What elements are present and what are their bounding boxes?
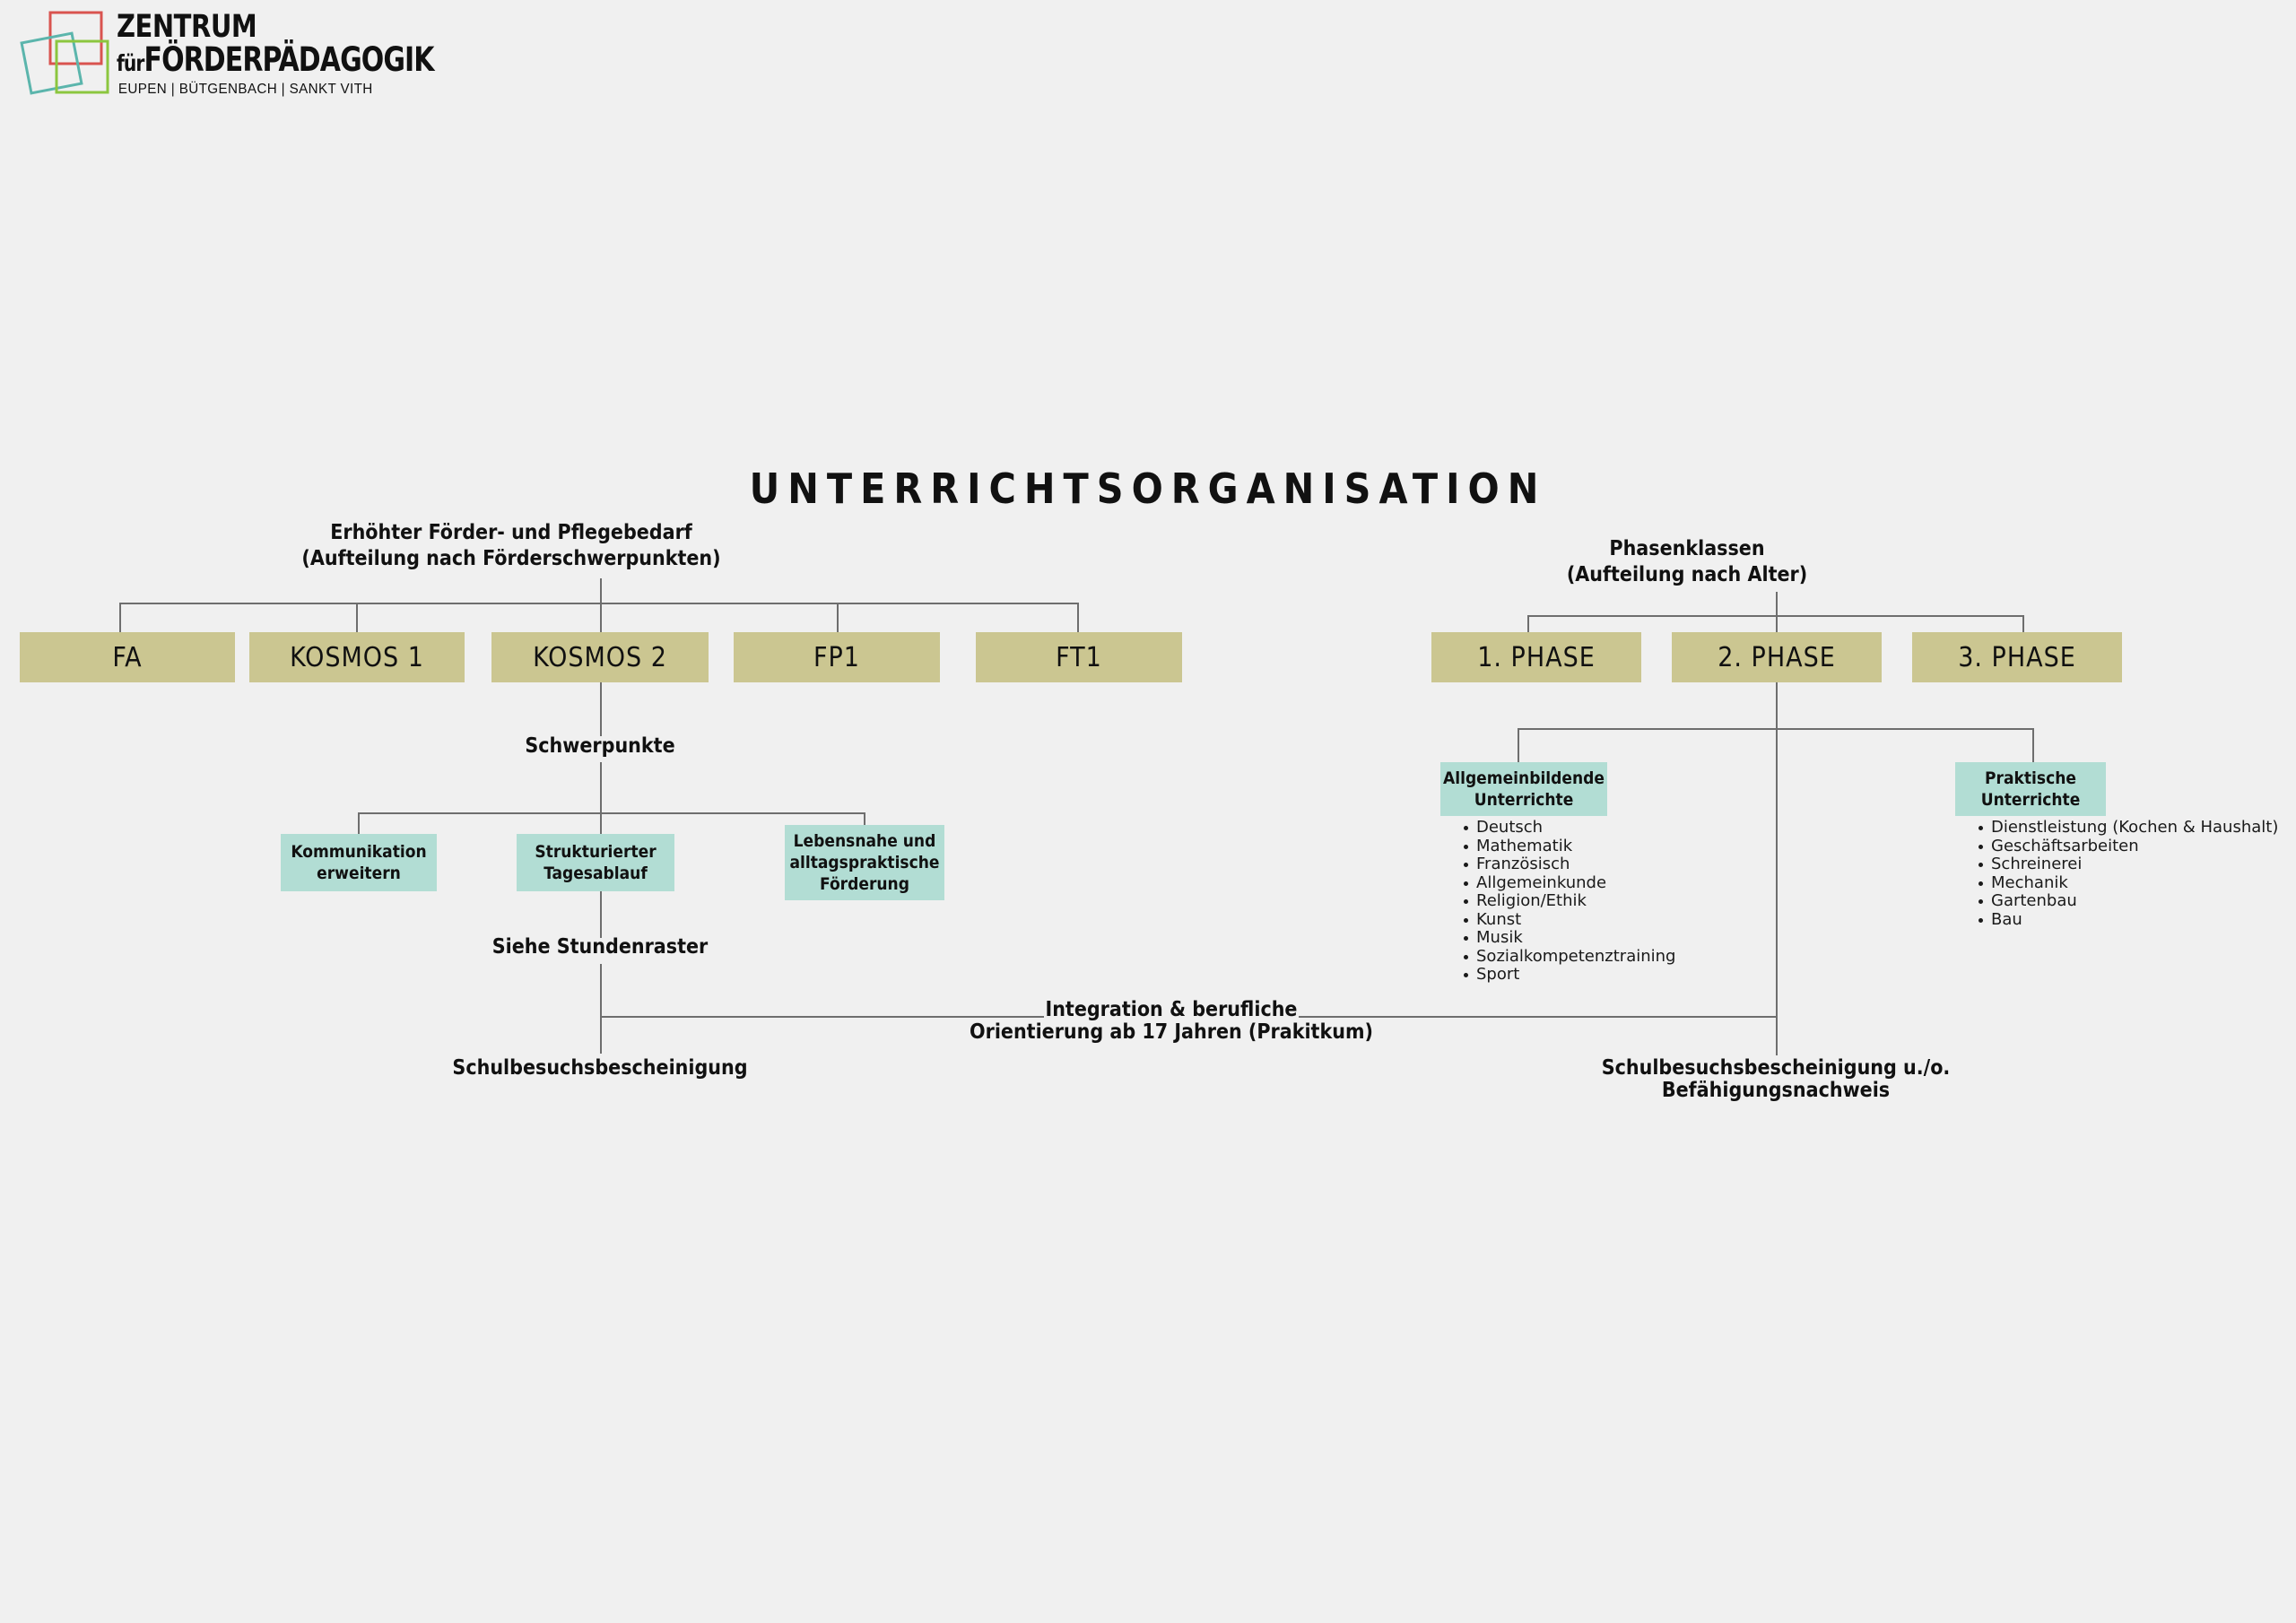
phase-box-1[interactable]: 1. PHASE (1431, 632, 1641, 682)
right-bus-line (1527, 615, 2024, 617)
list-item: Kunst (1464, 910, 1675, 930)
schwerpunkte-label: Schwerpunkte (525, 734, 675, 758)
stundenraster-up-line (600, 891, 602, 938)
right-drop-phase3 (2022, 615, 2024, 638)
stundenraster-down-line (600, 964, 602, 1054)
list-item: Geschäftsarbeiten (1979, 837, 2278, 856)
list-item: Dienstleistung (Kochen & Haushalt) (1979, 818, 2278, 838)
stundenraster-label: Siehe Stundenraster (491, 935, 709, 959)
logo-squares-icon (20, 11, 109, 95)
list-item: Gartenbau (1979, 891, 2278, 911)
bridge-line-right (1299, 1016, 1777, 1018)
right-branch-heading-line2: (Aufteilung nach Alter) (1566, 563, 1808, 586)
class-box-kosmos-2[interactable]: KOSMOS 2 (491, 632, 709, 682)
unterrichte-drop-right (2032, 728, 2034, 766)
schwerpunkt-box-foerderung[interactable]: Lebensnahe und alltagspraktische Förderu… (785, 825, 944, 900)
subject-group-title-allgemeinbildende[interactable]: Allgemeinbildende Unterrichte (1440, 762, 1607, 816)
unterrichte-bus-line (1518, 728, 2034, 730)
list-item: Mathematik (1464, 837, 1675, 856)
phase-box-3[interactable]: 3. PHASE (1912, 632, 2122, 682)
right-branch-heading-line1: Phasenklassen (1609, 537, 1765, 560)
subject-list-allgemeinbildende: Deutsch Mathematik Französisch Allgemein… (1440, 818, 1675, 985)
unterrichte-drop-left (1518, 728, 1519, 766)
left-drop-fp1 (837, 603, 839, 638)
list-item: Mechanik (1979, 873, 2278, 893)
logo-line-1: ZENTRUM (117, 9, 257, 45)
left-bus-line (119, 603, 1078, 604)
bridge-label-line2: Orientierung ab 17 Jahren (Prakitkum) (970, 1020, 1373, 1044)
left-branch-heading-line2: (Aufteilung nach Förderschwerpunkten) (301, 547, 721, 570)
right-outcome-line2: Befähigungsnachweis (1661, 1079, 1891, 1102)
list-item: Sport (1464, 965, 1675, 985)
schwerpunkt-box-tagesablauf[interactable]: Strukturierter Tagesablauf (517, 834, 674, 891)
bridge-label-line1: Integration & berufliche (1045, 998, 1298, 1021)
phase-box-2[interactable]: 2. PHASE (1672, 632, 1882, 682)
class-box-ft1[interactable]: FT1 (976, 632, 1182, 682)
list-item: Allgemeinkunde (1464, 873, 1675, 893)
list-item: Bau (1979, 910, 2278, 930)
subject-group-title-praktische[interactable]: Praktische Unterrichte (1955, 762, 2106, 816)
left-drop-kosmos1 (356, 603, 358, 638)
right-trunk-line (1776, 592, 1778, 632)
list-item: Sozialkompetenztraining (1464, 947, 1675, 967)
list-item: Musik (1464, 928, 1675, 948)
schwerpunkte-bus-line (358, 812, 865, 814)
list-item: Schreinerei (1979, 855, 2278, 874)
bridge-line-left (600, 1016, 1044, 1018)
logo-foerderpaedagogik: FÖRDERPÄDAGOGIK (144, 40, 435, 79)
list-item: Französisch (1464, 855, 1675, 874)
schwerpunkte-trunk-line (600, 762, 602, 841)
left-branch-heading-line1: Erhöhter Förder- und Pflegebedarf (330, 521, 692, 544)
left-drop-fa (119, 603, 121, 638)
subject-list-praktische: Dienstleistung (Kochen & Haushalt) Gesch… (1955, 818, 2278, 930)
class-box-fp1[interactable]: FP1 (734, 632, 940, 682)
list-item: Deutsch (1464, 818, 1675, 838)
logo-line-2: fürFÖRDERPÄDAGOGIK (117, 43, 434, 81)
logo-fuer: für (117, 50, 144, 76)
organisation-logo: ZENTRUM fürFÖRDERPÄDAGOGIK EUPEN | BÜTGE… (18, 7, 439, 106)
class-box-kosmos-1[interactable]: KOSMOS 1 (249, 632, 465, 682)
list-item: Religion/Ethik (1464, 891, 1675, 911)
left-trunk-line (600, 578, 602, 632)
left-outcome-label: Schulbesuchsbescheinigung (452, 1056, 748, 1080)
kosmos2-down-line (600, 682, 602, 736)
class-box-fa[interactable]: FA (20, 632, 235, 682)
logo-locations: EUPEN | BÜTGENBACH | SANKT VITH (117, 82, 373, 97)
schwerpunkte-drop-left (358, 812, 360, 846)
page-title: UNTERRICHTSORGANISATION (749, 464, 1547, 513)
schwerpunkt-box-kommunikation[interactable]: Kommunikation erweitern (281, 834, 437, 891)
phase2-long-line (1776, 682, 1778, 1055)
right-outcome-line1: Schulbesuchsbescheinigung u./o. (1601, 1056, 1951, 1080)
right-drop-phase1 (1527, 615, 1529, 638)
left-drop-ft1 (1077, 603, 1079, 638)
